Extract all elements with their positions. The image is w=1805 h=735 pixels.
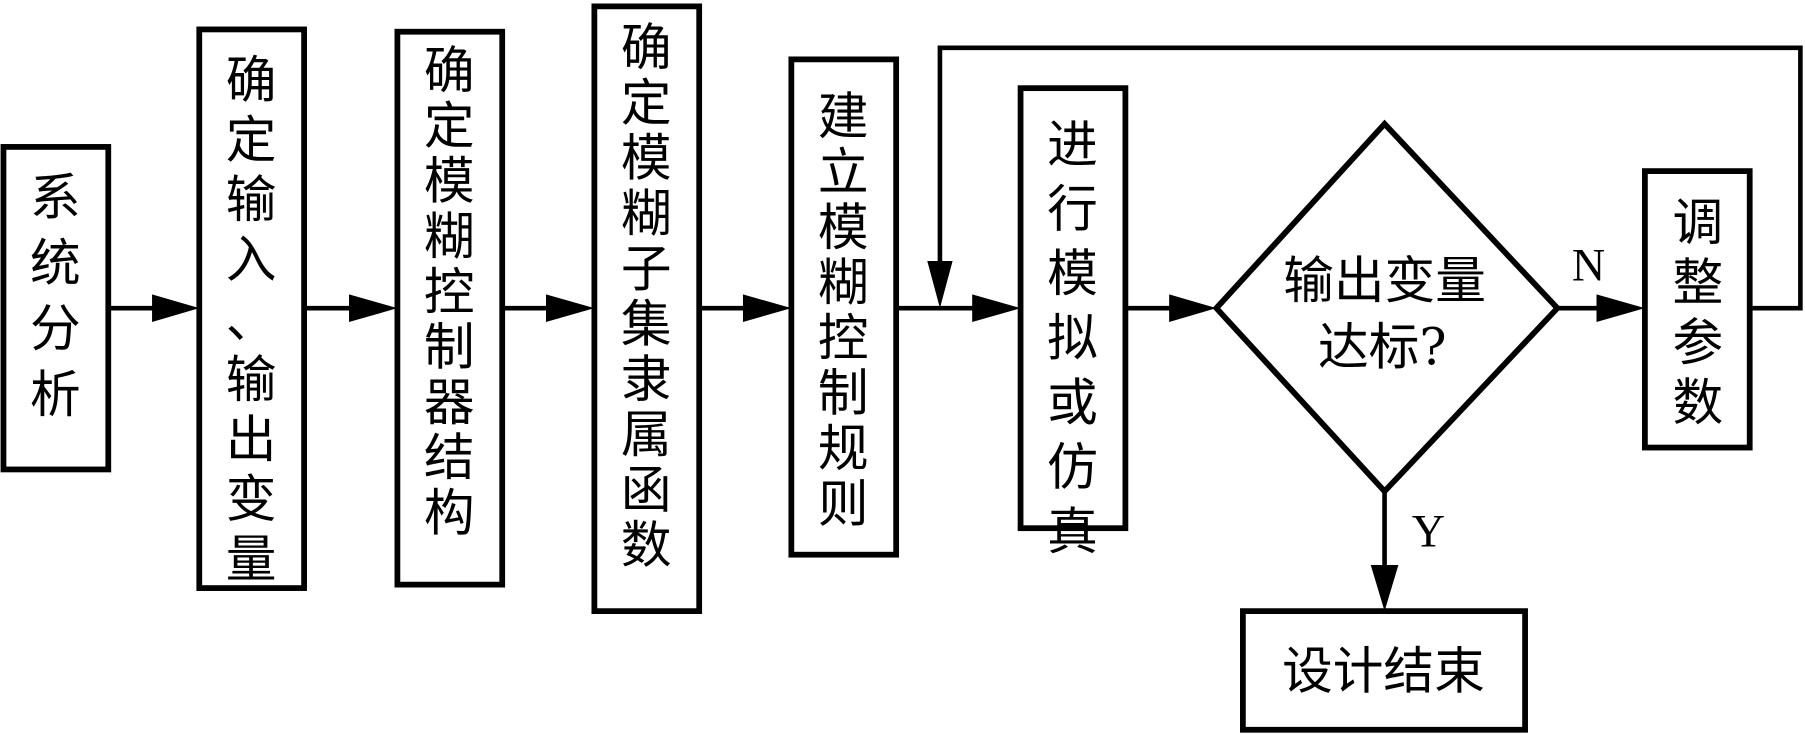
node-label-char: 仿: [1047, 437, 1098, 496]
node-label-char: 制: [424, 318, 475, 377]
node-label-char: 定: [621, 73, 672, 132]
edge-5: [896, 294, 1021, 323]
node-label-char: 出: [226, 410, 277, 469]
node-label-char: 模: [818, 198, 869, 257]
node-label-char: 规: [818, 419, 869, 478]
node-label-char: 结: [424, 428, 475, 487]
node-label-char: 集: [621, 295, 672, 354]
node-label-char: 制: [818, 364, 869, 423]
node-label-char: 糊: [621, 184, 672, 243]
node-label-char: 量: [226, 530, 277, 589]
node-label-char: 系: [30, 168, 81, 227]
node-label-char: 整: [1673, 253, 1724, 312]
edge-label-yes: Y: [1412, 506, 1445, 557]
edge-yes: Y: [1370, 491, 1445, 612]
node-label-char: 立: [818, 143, 869, 202]
node-label-char: 确: [424, 41, 475, 100]
node-label-char: 器: [424, 373, 475, 432]
decision-label-line1: 输出变量: [1283, 251, 1486, 310]
node-label-char: 分: [30, 299, 81, 358]
edge-2: [304, 294, 398, 323]
edge-feedback: [927, 45, 1803, 311]
node-label-char: 数: [621, 516, 672, 575]
node-label-char: 隶: [621, 350, 672, 409]
node-label-char: 定: [226, 110, 277, 169]
node-label-char: 子: [621, 239, 672, 298]
node-label-char: 真: [1047, 502, 1098, 561]
node-label-char: 或: [1047, 373, 1098, 432]
node-label-char: 确: [226, 50, 277, 109]
node-label-char: 析: [30, 365, 81, 424]
edge-4: [699, 294, 792, 323]
arrowhead-icon: [1370, 565, 1399, 612]
edge-no: N: [1557, 240, 1645, 323]
decision-label-line2: 达标?: [1318, 318, 1447, 377]
node-label-char: 数: [1673, 373, 1724, 432]
node-label-char: 确: [621, 18, 672, 77]
node-label-char: 糊: [818, 253, 869, 312]
arrowhead-icon: [1596, 294, 1645, 323]
node-label-char: 控: [818, 308, 869, 367]
node-label-char: 模: [424, 152, 475, 211]
node-design-end: 设计结束: [1240, 608, 1528, 733]
node-label-char: 模: [1047, 244, 1098, 303]
node-decision: 输出变量 达标?: [1212, 119, 1562, 496]
arrowhead-icon: [545, 294, 595, 323]
node-label-char: 控: [424, 262, 475, 321]
arrowhead-icon: [742, 294, 792, 323]
node-label-char: 则: [818, 474, 869, 533]
node-label-char: 输: [226, 170, 277, 229]
edge-label-no: N: [1572, 240, 1605, 291]
node-label-char: 模: [621, 129, 672, 188]
node-label-char: 行: [1047, 179, 1098, 238]
edge-1: [108, 294, 200, 323]
edge-3: [502, 294, 595, 323]
arrowhead-icon: [349, 294, 398, 323]
arrowhead-icon: [927, 260, 953, 309]
node-label-char: 调: [1673, 193, 1724, 252]
node-label-char: 建: [818, 87, 869, 146]
node-label-char: 属: [621, 405, 672, 464]
edge-6: [1125, 294, 1217, 323]
node-label-char: 糊: [424, 207, 475, 266]
node-design-end-label: 设计结束: [1282, 641, 1485, 700]
node-label-char: 、: [226, 290, 277, 349]
node-label-char: 统: [30, 234, 81, 293]
node-label-char: 变: [226, 470, 277, 529]
node-label-char: 函: [621, 460, 672, 519]
node-label-char: 参: [1673, 313, 1724, 372]
node-label-char: 进: [1047, 115, 1098, 174]
arrowhead-icon: [152, 294, 200, 323]
arrowhead-icon: [1169, 294, 1217, 323]
node-label-char: 输: [226, 350, 277, 409]
arrowhead-icon: [972, 294, 1021, 323]
node-label-char: 入: [226, 230, 277, 289]
node-label-char: 定: [424, 96, 475, 155]
node-label-char: 拟: [1047, 308, 1098, 367]
node-label-char: 构: [424, 483, 475, 542]
